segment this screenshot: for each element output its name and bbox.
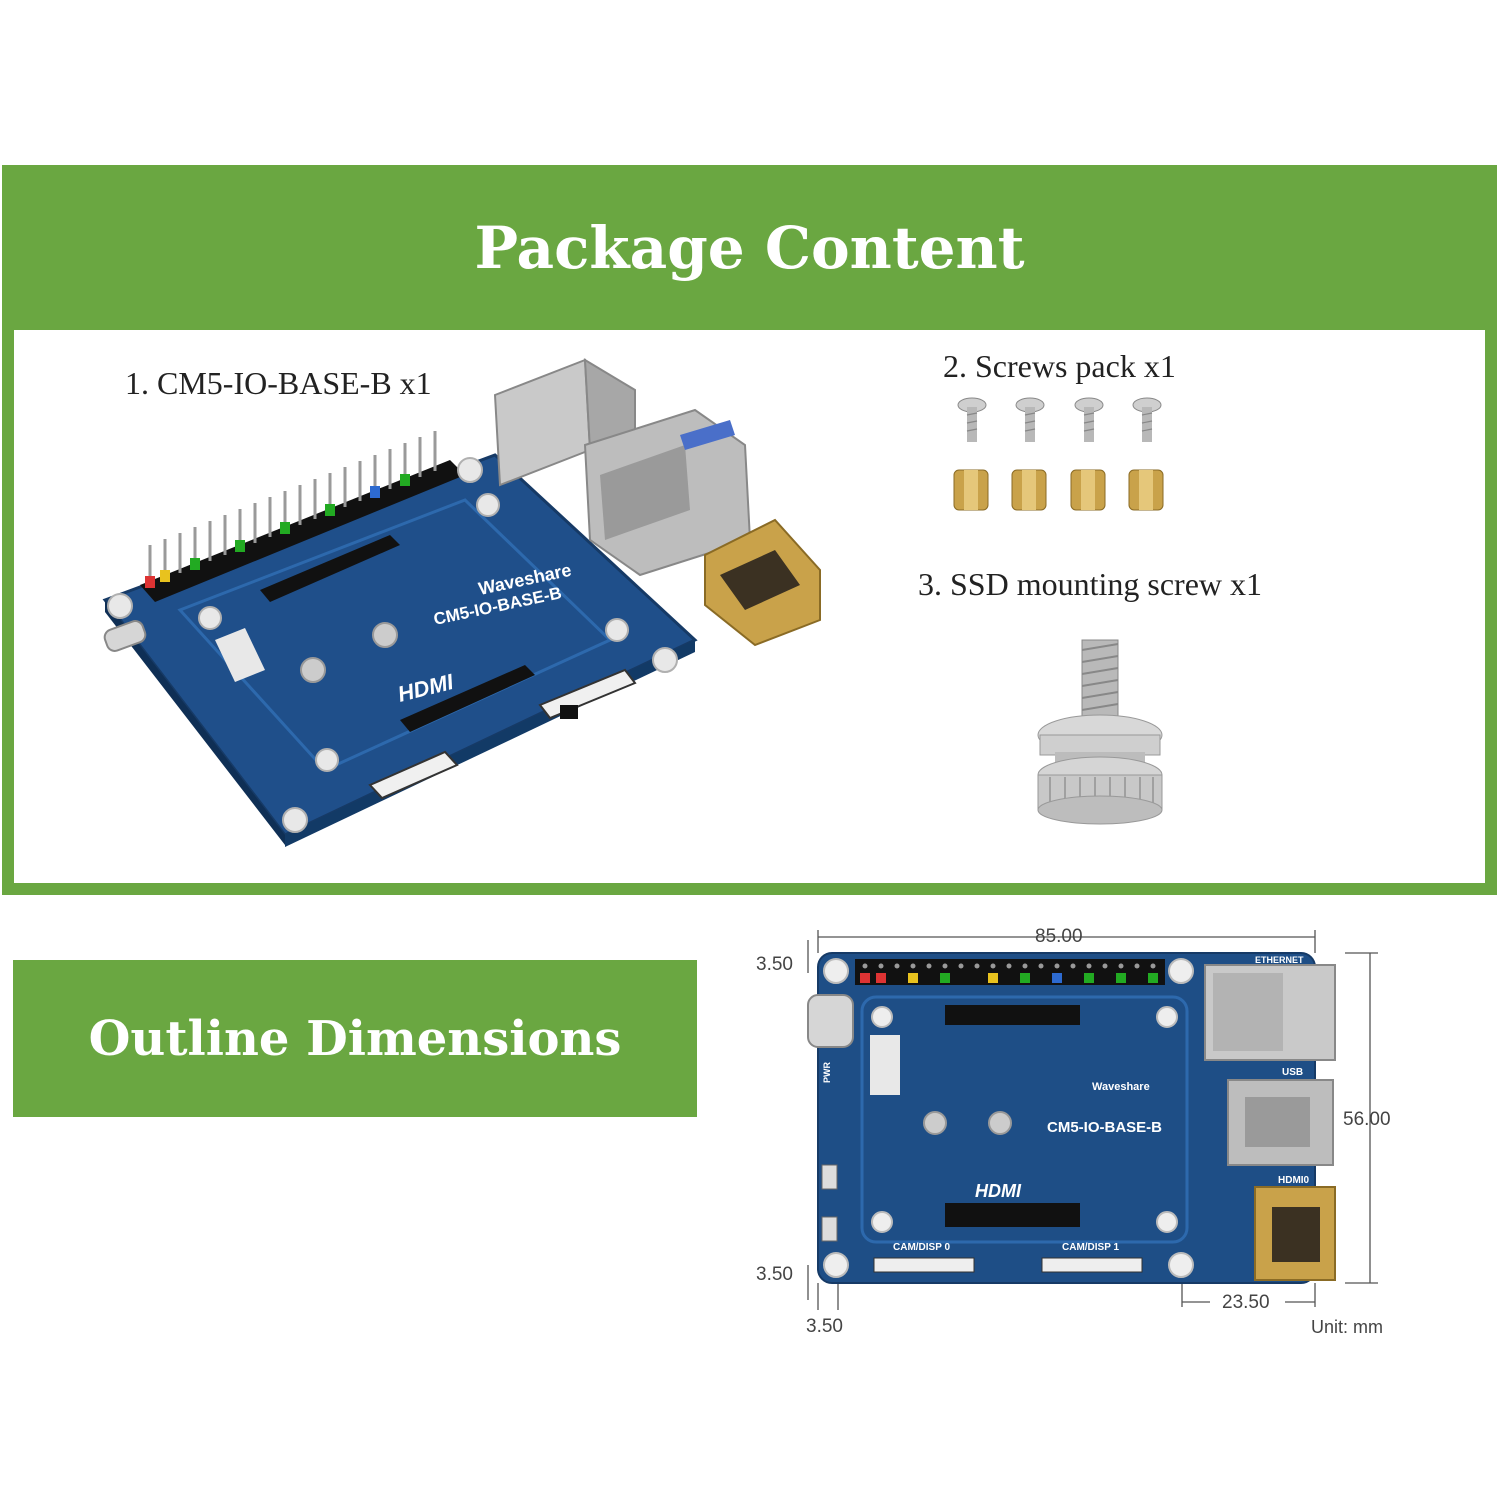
unit-label: Unit: mm xyxy=(1311,1317,1383,1337)
screw-icon xyxy=(957,397,987,442)
diagram-silk-name: CM5-IO-BASE-B xyxy=(1047,1119,1162,1136)
diagram-label-usb: USB xyxy=(1282,1067,1303,1078)
item-label-board: 1. CM5-IO-BASE-B x1 xyxy=(125,365,432,401)
outline-diagram: Waveshare CM5-IO-BASE-B HDMI ETHERNET US… xyxy=(807,930,1378,1310)
gpio-header xyxy=(140,431,465,602)
diagram-silk-brand: Waveshare xyxy=(1092,1081,1150,1093)
ethernet-usb-stack xyxy=(493,358,752,577)
outline-dimensions-banner: Outline Dimensions xyxy=(13,960,697,1117)
ssd-screw-photo xyxy=(1037,639,1163,825)
diagram-label-hdmi0: HDMI0 xyxy=(1278,1175,1310,1186)
package-content-title: Package Content xyxy=(474,213,1025,282)
dim-width: 85.00 xyxy=(1035,926,1083,947)
item-label-screws: 2. Screws pack x1 xyxy=(943,348,1176,384)
dim-hole-top: 3.50 xyxy=(756,954,793,975)
dim-hole-right: 23.50 xyxy=(1222,1292,1270,1313)
standoff-icon xyxy=(953,469,989,511)
dim-hole-left: 3.50 xyxy=(806,1316,843,1337)
diagram-label-cam0: CAM/DISP 0 xyxy=(893,1242,950,1253)
diagram-label-ethernet: ETHERNET xyxy=(1255,955,1304,965)
screws-pack-photo xyxy=(953,397,1164,511)
diagram-label-cam1: CAM/DISP 1 xyxy=(1062,1242,1119,1253)
board-photo: Waveshare CM5-IO-BASE-B HDMI xyxy=(102,358,821,847)
item-label-ssd-screw: 3. SSD mounting screw x1 xyxy=(918,566,1262,602)
dim-hole-bottom: 3.50 xyxy=(756,1264,793,1285)
diagram-label-pwr: PWR xyxy=(822,1062,832,1083)
dim-height: 56.00 xyxy=(1343,1109,1391,1130)
diagram-silk-hdmi: HDMI xyxy=(975,1181,1022,1201)
